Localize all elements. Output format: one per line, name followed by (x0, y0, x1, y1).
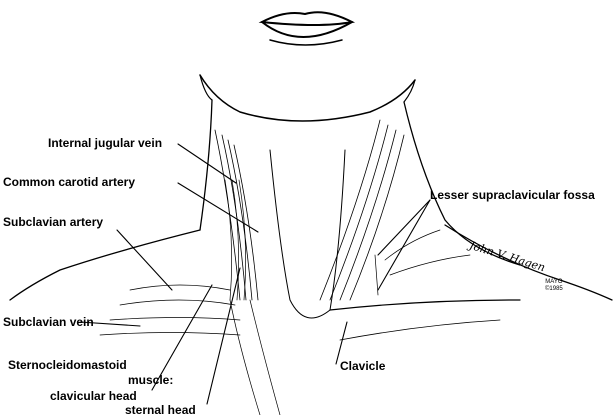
mayo-text: MAYO (545, 279, 563, 285)
jaw-line (199, 74, 416, 122)
label-subclavian-vein: Subclavian vein (3, 315, 94, 329)
neck-left (199, 99, 213, 231)
vessels (99, 179, 281, 415)
supraclavicular-fossa (374, 229, 471, 296)
clavicle (329, 299, 521, 311)
neck-right (403, 101, 521, 266)
leader-lines (79, 143, 431, 405)
copyright-text: ©1985 (545, 286, 563, 292)
label-internal-jugular-vein: Internal jugular vein (48, 136, 163, 150)
label-lesser-supraclavicular-fossa: Lesser supraclavicular fossa (430, 188, 595, 202)
label-sternocleidomastoid: Sternocleidomastoid (8, 358, 127, 372)
trachea (269, 149, 346, 319)
label-subclavian-artery: Subclavian artery (3, 215, 104, 229)
left-shoulder (9, 229, 201, 301)
label-muscle: muscle: (128, 373, 174, 387)
label-clavicle: Clavicle (340, 359, 386, 373)
label-sternal-head: sternal head (125, 403, 196, 415)
mayo-credit: MAYO ©1985 (545, 279, 563, 293)
label-common-carotid-artery: Common carotid artery (3, 175, 136, 189)
lips (258, 11, 356, 46)
right-shoulder (444, 224, 613, 301)
label-clavicular-head: clavicular head (50, 389, 137, 403)
